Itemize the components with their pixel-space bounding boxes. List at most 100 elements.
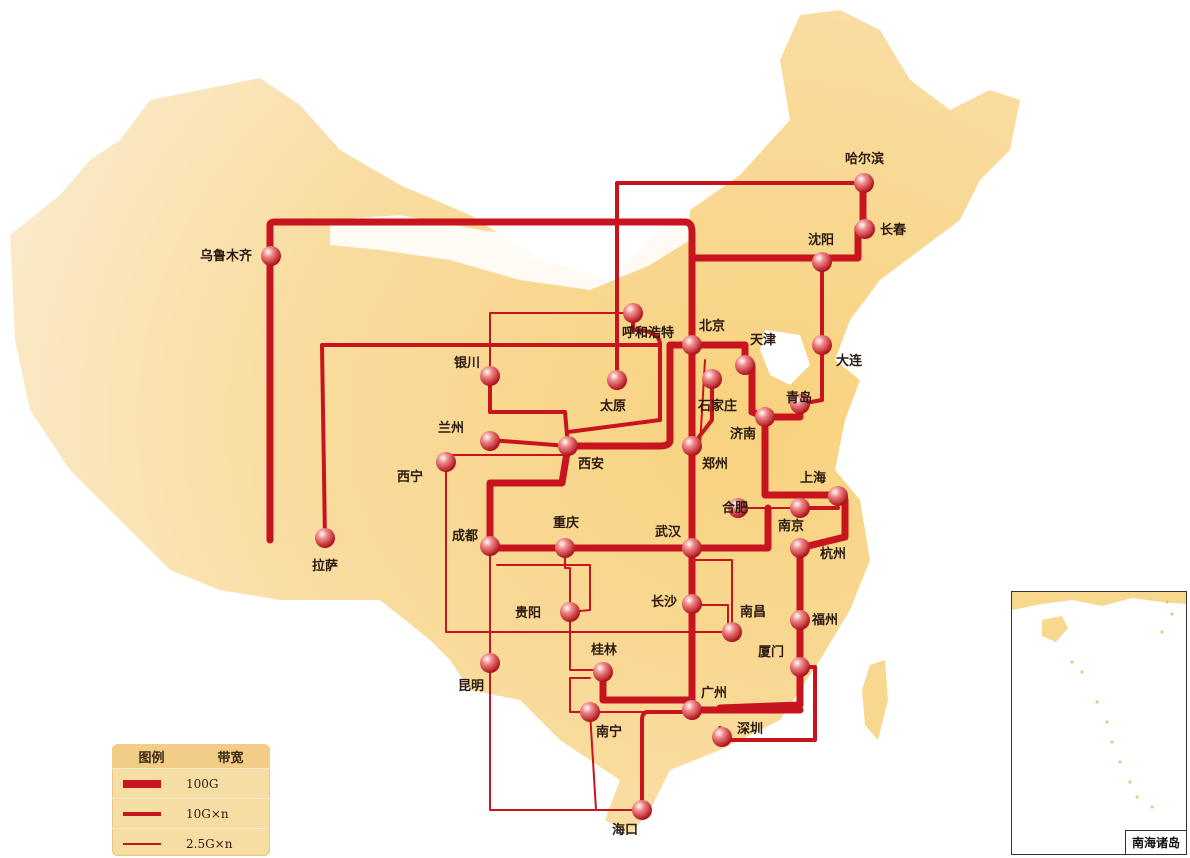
label-lanzhou: 兰州 xyxy=(438,420,464,436)
inset-hainan xyxy=(1042,616,1068,642)
label-changsha: 长沙 xyxy=(651,594,677,610)
city-labels: 乌鲁木齐 拉萨 哈尔滨 长春 沈阳 大连 呼和浩特 北京 天津 太原 石家庄 银… xyxy=(200,151,907,838)
label-chengdu: 成都 xyxy=(452,528,478,544)
node-fuzhou xyxy=(790,610,810,630)
node-hohhot xyxy=(623,303,643,323)
label-xian: 西安 xyxy=(578,456,604,472)
node-wuhan xyxy=(682,538,702,558)
node-shijiazhuang xyxy=(702,369,722,389)
node-beijing xyxy=(682,335,702,355)
city-nodes xyxy=(261,173,875,820)
label-qingdao: 青岛 xyxy=(786,390,812,406)
node-nanchang xyxy=(722,622,742,642)
label-chongqing: 重庆 xyxy=(553,515,579,531)
node-shanghai xyxy=(828,486,848,506)
label-tianjin: 天津 xyxy=(750,332,776,348)
link-harbin-taiyuan xyxy=(615,181,865,382)
node-guilin xyxy=(593,662,613,682)
label-guilin: 桂林 xyxy=(590,642,617,658)
label-haikou: 海口 xyxy=(612,822,638,838)
link-beijing-shenyang xyxy=(688,224,862,262)
mongolia-area xyxy=(330,205,690,290)
node-changsha xyxy=(682,594,702,614)
node-nanning xyxy=(580,702,600,722)
legend-row-10g: 10G×n xyxy=(112,798,270,828)
link-beijing-xian xyxy=(564,341,696,450)
link-changsha-nanchang xyxy=(691,604,729,631)
link-hohhot-yinchuan xyxy=(489,312,634,376)
legend-swatch-medium xyxy=(123,811,161,816)
node-haikou xyxy=(632,800,652,820)
link-hohhot-xian xyxy=(566,311,662,434)
china-landmass xyxy=(10,10,1020,835)
legend-label-10g: 10G×n xyxy=(186,806,229,821)
label-shijiazhuang: 石家庄 xyxy=(697,398,737,414)
label-fuzhou: 福州 xyxy=(811,612,838,628)
link-wuhan-nanjing xyxy=(688,504,772,552)
link-shijiazhuang-zhengzhou xyxy=(690,376,714,448)
label-changchun: 长春 xyxy=(880,222,907,238)
label-shenyang: 沈阳 xyxy=(808,232,834,248)
label-hefei: 合肥 xyxy=(722,500,748,516)
link-chengdu-chongqing-b xyxy=(496,564,591,613)
link-lanzhou-xian xyxy=(488,438,570,448)
node-guangzhou xyxy=(682,700,702,720)
link-urumqi-beijing xyxy=(266,218,696,349)
node-tianjin xyxy=(735,355,755,375)
node-xian xyxy=(558,436,578,456)
node-chengdu xyxy=(480,536,500,556)
inset-mainland xyxy=(1012,592,1186,610)
legend-swatch-thick xyxy=(123,779,161,788)
label-hangzhou: 杭州 xyxy=(820,546,846,562)
label-jinan: 济南 xyxy=(730,426,756,442)
node-hefei xyxy=(728,498,748,518)
label-taiyuan: 太原 xyxy=(599,398,626,414)
taiwan-island xyxy=(862,660,888,740)
label-harbin: 哈尔滨 xyxy=(845,151,884,167)
node-harbin xyxy=(854,173,874,193)
label-urumqi: 乌鲁木齐 xyxy=(200,248,253,264)
node-chongqing xyxy=(555,538,575,558)
node-changchun xyxy=(855,219,875,239)
legend-label-100g: 100G xyxy=(186,776,219,791)
node-urumqi xyxy=(261,246,281,266)
label-wuhan: 武汉 xyxy=(655,524,682,540)
node-jinan xyxy=(755,407,775,427)
link-xian-chengdu xyxy=(486,442,572,552)
label-hohhot: 呼和浩特 xyxy=(622,325,674,341)
node-zhengzhou xyxy=(682,436,702,456)
node-lhasa xyxy=(315,528,335,548)
link-wuhan-nanchang xyxy=(691,559,733,631)
label-xiamen: 厦门 xyxy=(758,644,784,660)
node-guiyang xyxy=(560,602,580,622)
legend-swatch-thin xyxy=(123,842,161,845)
links-2-5g xyxy=(445,312,807,811)
label-nanchang: 南昌 xyxy=(740,604,766,620)
legend-label-2-5g: 2.5G×n xyxy=(186,836,233,851)
label-nanjing: 南京 xyxy=(778,518,804,534)
legend-header-symbol: 图例 xyxy=(138,750,165,766)
label-dalian: 大连 xyxy=(836,353,863,369)
label-yinchuan: 银川 xyxy=(454,355,480,371)
label-zhengzhou: 郑州 xyxy=(702,456,728,472)
label-guiyang: 贵阳 xyxy=(515,605,541,621)
inset-islands xyxy=(1070,600,1174,809)
link-guiyang-guilin xyxy=(569,611,604,671)
node-yinchuan xyxy=(480,366,500,386)
link-xining-nanchang xyxy=(445,461,729,633)
label-kunming: 昆明 xyxy=(458,678,484,694)
node-shenyang xyxy=(812,252,832,272)
link-chengdu-kunming xyxy=(489,547,643,811)
node-nanjing xyxy=(790,498,810,518)
node-shenzhen xyxy=(712,727,732,747)
legend: 图例 带宽 100G 10G×n 2.5G×n xyxy=(112,744,270,856)
legend-row-100g: 100G xyxy=(112,768,270,798)
label-shenzhen: 深圳 xyxy=(737,721,763,737)
label-nanning: 南宁 xyxy=(596,724,622,740)
node-xining xyxy=(436,452,456,472)
node-hangzhou xyxy=(790,538,810,558)
node-xiamen xyxy=(790,657,810,677)
legend-header-bandwidth: 带宽 xyxy=(217,750,244,766)
bohai-sea xyxy=(760,330,810,385)
